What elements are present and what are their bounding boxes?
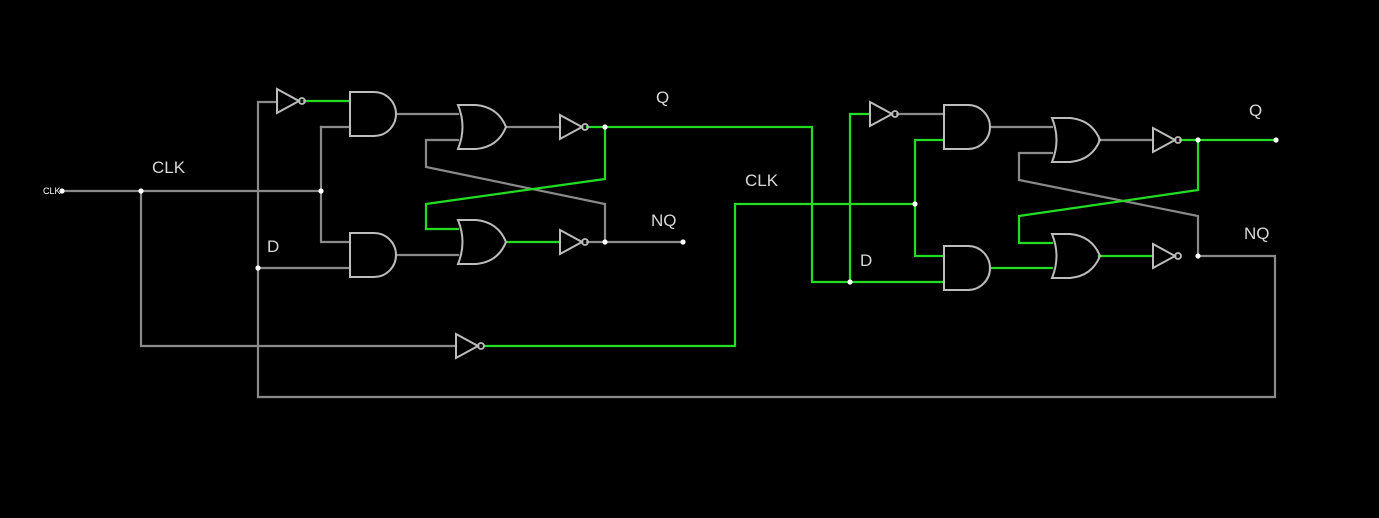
- clock-inverter-gate: [455, 332, 485, 360]
- wires: [60, 99, 1278, 399]
- stage1-and-top-gate: [349, 91, 397, 137]
- junctions: [59, 124, 1279, 285]
- stage1-q-label: Q: [656, 88, 669, 107]
- stage1-q-crossfeed-wire: [424, 125, 607, 231]
- stage2-d-to-notd-wire: [848, 112, 872, 284]
- stage2-and-bottom-gate: [943, 245, 991, 291]
- stage2-q-junction: [1195, 137, 1201, 143]
- clk-to-and-stage1-wire: [319, 125, 352, 244]
- stage1-not-q-gate: [559, 113, 589, 141]
- stage1-nq-out-junction: [680, 239, 686, 245]
- stage2-nq-junction: [1195, 253, 1201, 259]
- stage2-nq-feedback-wire: [256, 100, 1277, 399]
- stage2-not-d-gate: [869, 100, 899, 128]
- stage2-nq-crossfeed-wire: [1017, 151, 1200, 258]
- stage1-not-d-gate: [276, 87, 306, 115]
- stage2-clk-and-top-wire: [913, 138, 946, 258]
- stage1-or-top-gate: [456, 104, 508, 150]
- stage1-clk-junction: [318, 188, 324, 194]
- clk-to-inverter-wire: [139, 189, 458, 348]
- stage1-nq-junction: [602, 239, 608, 245]
- gates: [276, 87, 1182, 360]
- clk-input-label: CLK: [43, 186, 61, 196]
- stage1-or-bottom-gate: [456, 219, 508, 265]
- stage2-nq-label: NQ: [1244, 224, 1270, 243]
- inverted-clk-wire: [482, 202, 917, 348]
- stage1-nq-label: NQ: [651, 211, 677, 230]
- stage1-d-label: D: [267, 237, 279, 256]
- stage2-or-bottom-gate: [1050, 233, 1102, 279]
- stage2-q-label: Q: [1249, 101, 1262, 120]
- stage2-d-label: D: [860, 251, 872, 270]
- stage1-d-junction: [255, 265, 261, 271]
- clk-split-junction: [138, 188, 144, 194]
- stage1-q-junction: [602, 124, 608, 130]
- stage2-and-top-gate: [943, 104, 991, 150]
- stage2-q-out-junction: [1273, 137, 1279, 143]
- stage2-clk-junction: [912, 201, 918, 207]
- stage2-q-crossfeed-wire: [1017, 138, 1200, 245]
- stage1-clk-label: CLK: [152, 158, 186, 177]
- stage2-not-q-gate: [1152, 126, 1182, 154]
- clk-input-junction: [59, 188, 65, 194]
- stage2-not-nq-gate: [1152, 242, 1182, 270]
- stage1-and-bottom-gate: [349, 232, 397, 278]
- stage1-nq-crossfeed-wire: [424, 138, 607, 244]
- stage2-or-top-gate: [1050, 117, 1102, 163]
- stage2-clk-label: CLK: [745, 171, 779, 190]
- stage2-d-junction: [847, 279, 853, 285]
- stage1-not-nq-gate: [559, 228, 589, 256]
